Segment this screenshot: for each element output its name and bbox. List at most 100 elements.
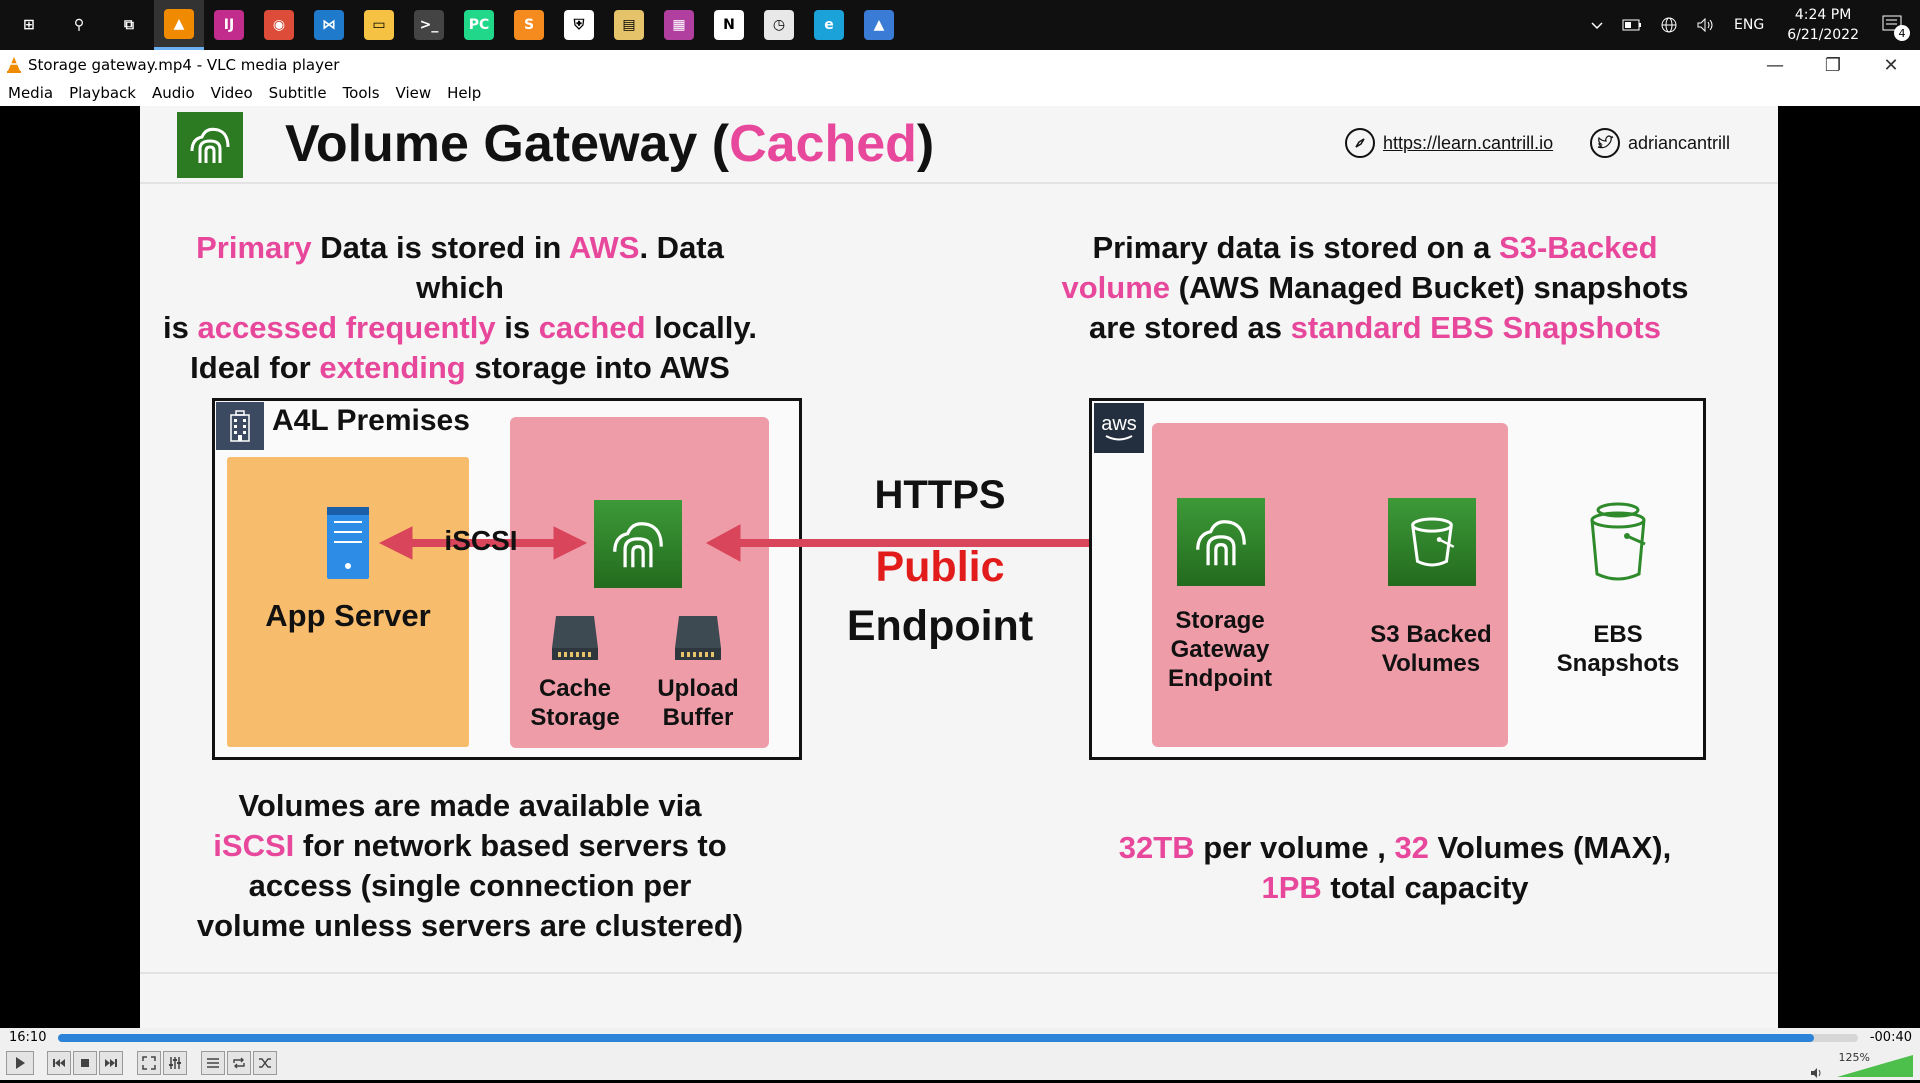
text-segment: Volumes (MAX), — [1428, 830, 1672, 865]
playlist-button[interactable] — [201, 1051, 225, 1075]
menu-help[interactable]: Help — [447, 84, 482, 102]
battery-icon[interactable] — [1622, 18, 1642, 32]
video-area[interactable]: Volume Gateway (Cached) https://learn.ca… — [0, 106, 1920, 1028]
speaker-small-icon[interactable] — [1810, 1064, 1824, 1083]
taskbar-file-explorer-button[interactable]: ▭ — [354, 0, 404, 50]
ebs-line2: Snapshots — [1556, 650, 1680, 677]
clock-time: 4:24 PM — [1794, 7, 1852, 23]
taskbar-clock[interactable]: 4:24 PM 6/21/2022 — [1787, 5, 1859, 45]
taskbar-vlc-button[interactable]: ▲ — [154, 0, 204, 50]
sg-endpoint-line1: Storage — [1175, 607, 1265, 634]
text-segment: standard EBS Snapshots — [1290, 310, 1661, 345]
playlist-icon — [207, 1058, 219, 1068]
text-segment: 32TB — [1118, 830, 1195, 865]
text-segment: Primary — [196, 230, 312, 265]
taskbar-windows-start-button[interactable]: ⊞ — [4, 0, 54, 50]
taskbar-edge-button[interactable]: e — [804, 0, 854, 50]
notifications-badge: 4 — [1894, 25, 1910, 41]
taskbar-photos-button[interactable]: ▲ — [854, 0, 904, 50]
speaker-icon[interactable] — [1696, 17, 1716, 33]
task-view-icon: ⧉ — [124, 17, 134, 33]
menu-playback[interactable]: Playback — [69, 84, 136, 102]
windows-taskbar: ⊞⚲ ⧉ ▲ IJ◉⋈ ▭ >_ PC S ⛨▤▦N◷e ▲ ENG 4:24 PM 6/21/2… — [0, 0, 1920, 50]
minimize-button[interactable]: — — [1766, 54, 1784, 76]
remaining-time[interactable]: -00:40 — [1869, 1030, 1912, 1045]
loop-button[interactable] — [227, 1051, 251, 1075]
menu-tools[interactable]: Tools — [342, 84, 380, 102]
clock-date: 6/21/2022 — [1787, 27, 1859, 43]
slide-title: Volume Gateway (Cached) — [285, 114, 934, 174]
upload-buffer-line2: Buffer — [662, 704, 734, 731]
taskbar-chrome-button[interactable]: ◉ — [254, 0, 304, 50]
globe-icon[interactable] — [1660, 16, 1678, 34]
title-accent: Cached — [729, 115, 917, 173]
slide-header: Volume Gateway (Cached) https://learn.ca… — [140, 106, 1778, 184]
stop-button[interactable] — [73, 1051, 97, 1075]
shuffle-button[interactable] — [253, 1051, 277, 1075]
iscsi-arrow-right-head — [553, 526, 588, 560]
text-segment: is — [163, 310, 198, 345]
upload-buffer-line1: Upload — [657, 675, 739, 702]
next-button[interactable] — [99, 1051, 123, 1075]
menu-subtitle[interactable]: Subtitle — [268, 84, 327, 102]
language-indicator[interactable]: ENG — [1734, 17, 1765, 33]
taskbar-pycharm-button[interactable]: PC — [454, 0, 504, 50]
sublime-icon: S — [514, 10, 544, 40]
next-icon — [105, 1059, 117, 1067]
system-tray: ENG 4:24 PM 6/21/2022 4 — [1581, 0, 1920, 50]
taskbar-app-grid-button[interactable]: ▦ — [654, 0, 704, 50]
menu-video[interactable]: Video — [210, 84, 253, 102]
twitter-icon — [1590, 128, 1620, 158]
file-explorer-icon: ▭ — [364, 10, 394, 40]
text-segment: for network based servers to — [294, 828, 727, 863]
taskbar-clock-app-button[interactable]: ◷ — [754, 0, 804, 50]
fullscreen-button[interactable] — [137, 1051, 161, 1075]
taskbar-vscode-button[interactable]: ⋈ — [304, 0, 354, 50]
menu-view[interactable]: View — [395, 84, 432, 102]
public-label: Public — [875, 543, 1005, 591]
taskbar-notion-button[interactable]: N — [704, 0, 754, 50]
notifications-icon[interactable]: 4 — [1882, 15, 1910, 41]
pycharm-icon: PC — [464, 10, 494, 40]
premises-label: A4L Premises — [272, 404, 470, 437]
play-icon — [16, 1057, 25, 1069]
menu-media[interactable]: Media — [8, 84, 54, 102]
photos-icon: ▲ — [864, 10, 894, 40]
text-segment: AWS — [568, 230, 640, 265]
taskbar-intellij-button[interactable]: IJ — [204, 0, 254, 50]
text-segment: volume — [1061, 270, 1171, 305]
previous-icon — [53, 1059, 65, 1067]
restore-button[interactable]: ❐ — [1824, 54, 1842, 76]
text-segment: Primary data is stored on a — [1092, 230, 1500, 265]
text-segment: per volume , — [1194, 830, 1395, 865]
close-button[interactable]: ✕ — [1883, 54, 1899, 76]
elapsed-time: 16:10 — [9, 1030, 47, 1045]
extended-settings-button[interactable] — [163, 1051, 187, 1075]
s3-volumes-line2: Volumes — [1381, 650, 1481, 677]
play-button[interactable] — [6, 1051, 34, 1075]
vlc-icon: ▲ — [164, 8, 194, 39]
menu-audio[interactable]: Audio — [152, 84, 195, 102]
taskbar-terminal-button[interactable]: >_ — [404, 0, 454, 50]
taskbar-security-button[interactable]: ⛨ — [554, 0, 604, 50]
taskbar-files-button[interactable]: ▤ — [604, 0, 654, 50]
website-text: https://learn.cantrill.io — [1383, 132, 1554, 153]
text-segment: accessed frequently — [197, 310, 496, 345]
taskbar-sublime-button[interactable]: S — [504, 0, 554, 50]
taskbar-task-view-button[interactable]: ⧉ — [104, 0, 154, 50]
sg-endpoint-icon — [1177, 498, 1265, 586]
seek-bar[interactable] — [58, 1034, 1858, 1042]
volume-slider[interactable] — [1836, 1054, 1914, 1078]
previous-button[interactable] — [47, 1051, 71, 1075]
text-segment: Volumes are made available via — [238, 788, 702, 823]
chevron-up-icon[interactable] — [1590, 18, 1604, 32]
cache-storage-line1: Cache — [538, 675, 612, 702]
text-segment: 32 — [1394, 830, 1429, 865]
text-segment: . Data which — [416, 230, 724, 305]
taskbar-search-button[interactable]: ⚲ — [54, 0, 104, 50]
